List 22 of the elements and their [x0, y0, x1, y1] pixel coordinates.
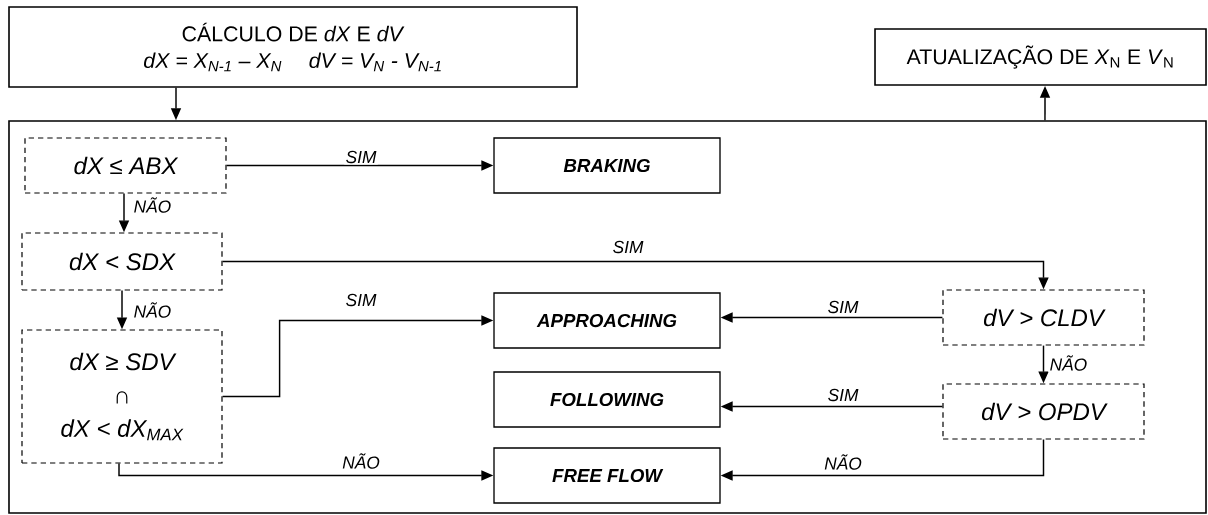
state-box: FREE FLOW — [493, 447, 721, 504]
process-box: CÁLCULO DE dX E dV dX = X$_{N-1}$ – X$_{N}$ dV = V$_{N}$ - V$_{N-1}$ — [8, 6, 578, 88]
edge-label: NÃO — [822, 453, 864, 472]
edge-label: SIM — [344, 292, 378, 308]
edge-label: SIM — [826, 299, 860, 315]
edge-label: NÃO — [132, 301, 173, 320]
edge-label: SIM — [826, 387, 860, 403]
edge-label: NÃO — [340, 452, 382, 471]
process-box: ATUALIZAÇÃO DE X$_{N}$ E V$_{N}$ — [874, 28, 1207, 86]
edge-label: NÃO — [1048, 354, 1089, 373]
condition-box: dX < SDX — [21, 232, 223, 291]
state-box: FOLLOWING — [493, 371, 721, 428]
edge-label: NÃO — [132, 196, 173, 215]
condition-box: dX ≤ ABX — [24, 137, 227, 194]
edge-label: SIM — [611, 239, 645, 255]
condition-box: dV > OPDV — [942, 383, 1145, 440]
state-box: BRAKING — [493, 137, 721, 194]
condition-box: dV > CLDV — [942, 289, 1145, 346]
frame-box — [8, 120, 1207, 514]
condition-box: dX ≥ SDV ∩ dX < dX$_{MAX}$ — [21, 329, 223, 464]
state-box: APPROACHING — [493, 292, 721, 349]
edge-label: SIM — [344, 149, 378, 165]
